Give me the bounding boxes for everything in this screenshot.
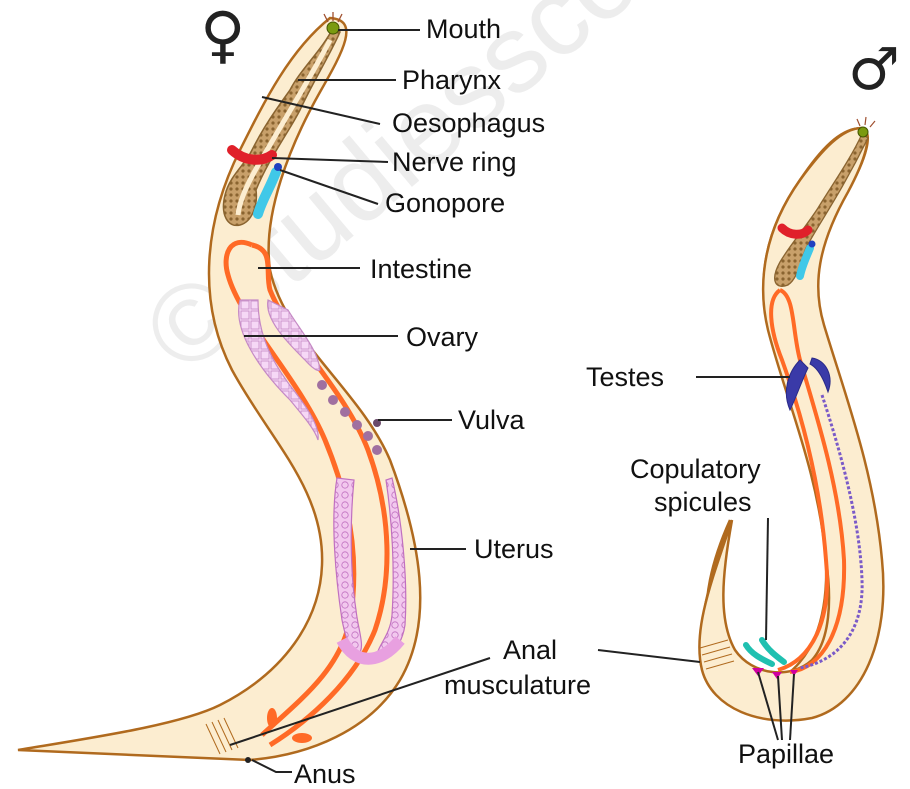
leader-anus bbox=[252, 760, 292, 772]
label-papillae: Papillae bbox=[738, 741, 834, 768]
label-anal-1: Anal bbox=[503, 637, 557, 664]
male-gonopore bbox=[809, 241, 816, 248]
leader-gonopore bbox=[280, 170, 378, 204]
female-mouth-bristles bbox=[324, 12, 342, 22]
female-worm bbox=[18, 12, 420, 763]
label-vulva: Vulva bbox=[458, 407, 525, 434]
male-mouth bbox=[858, 127, 868, 137]
leader-anal-male bbox=[598, 650, 700, 662]
label-copulatory-2: spicules bbox=[654, 489, 752, 516]
female-rectal-gland bbox=[267, 708, 277, 728]
female-mouth bbox=[327, 22, 339, 34]
male-body-main bbox=[699, 128, 883, 721]
female-rectal-gland-2 bbox=[292, 733, 312, 743]
label-pharynx: Pharynx bbox=[402, 67, 501, 94]
label-ovary: Ovary bbox=[406, 324, 478, 351]
leader-nerve-ring bbox=[272, 158, 388, 162]
label-anus: Anus bbox=[294, 761, 356, 788]
label-anal-2: musculature bbox=[444, 672, 591, 699]
label-uterus: Uterus bbox=[474, 536, 554, 563]
label-mouth: Mouth bbox=[426, 16, 501, 43]
label-oesophagus: Oesophagus bbox=[392, 110, 545, 137]
label-gonopore: Gonopore bbox=[385, 190, 505, 217]
label-testes: Testes bbox=[586, 364, 664, 391]
label-intestine: Intestine bbox=[370, 256, 472, 283]
female-symbol: ♀ bbox=[200, 4, 245, 66]
leader-spicules bbox=[766, 518, 768, 640]
male-mouth-bristles bbox=[857, 117, 875, 127]
female-anus bbox=[245, 757, 251, 763]
male-symbol: ♂ bbox=[848, 40, 900, 98]
male-worm bbox=[699, 117, 883, 721]
label-copulatory-1: Copulatory bbox=[630, 456, 761, 483]
label-nerve-ring: Nerve ring bbox=[392, 149, 517, 176]
